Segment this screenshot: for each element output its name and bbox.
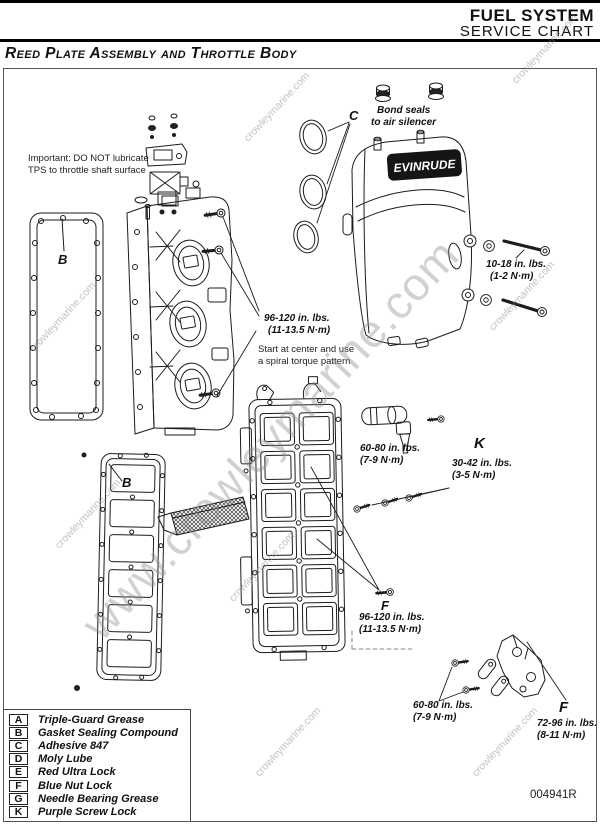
callout-k: K <box>474 435 485 452</box>
legend-key: B <box>9 726 28 739</box>
document-number: 004941R <box>530 789 577 801</box>
legend-label: Red Ultra Lock <box>38 766 116 779</box>
throttle-body-drawing <box>126 180 235 436</box>
header-title: FUEL SYSTEM <box>469 6 594 25</box>
bracket-assembly-drawing <box>438 634 567 702</box>
legend-label: Adhesive 847 <box>38 739 109 752</box>
evinrude-badge-text: EVINRUDE <box>393 157 457 175</box>
legend-label: Blue Nut Lock <box>38 779 112 792</box>
torque-60-80-lower: 60-80 in. lbs.(7-9 N·m) <box>413 700 474 723</box>
legend-label: Triple-Guard Grease <box>38 713 145 726</box>
legend-label: Gasket Sealing Compound <box>38 726 178 739</box>
header-subtitle: SERVICE CHART <box>459 23 594 40</box>
tps-hardware-drawing <box>134 113 189 220</box>
legend-key: D <box>9 753 28 766</box>
reed-plate-drawing <box>239 376 395 661</box>
lubricant-legend: A Triple-Guard Grease B Gasket Sealing C… <box>4 709 191 821</box>
air-silencer-drawing: EVINRUDE <box>342 129 472 349</box>
torque-60-80-upper: 60-80 in. lbs.(7-9 N·m) <box>360 443 421 466</box>
callout-f-mid: F <box>381 598 389 613</box>
legend-row: B Gasket Sealing Compound <box>4 726 190 739</box>
legend-row: G Needle Bearing Grease <box>4 792 190 805</box>
legend-key: E <box>9 766 28 779</box>
fuel-fitting-drawing <box>361 405 446 454</box>
torque-30-42: 30-42 in. lbs.(3-5 N·m) <box>452 458 513 481</box>
evinrude-badge: EVINRUDE <box>386 149 462 181</box>
torque-96-120-lower: 96-120 in. lbs.(11-13.5 N·m) <box>359 612 425 635</box>
legend-row: C Adhesive 847 <box>4 739 190 752</box>
detail-dashed-line <box>351 630 414 650</box>
legend-row: F Blue Nut Lock <box>4 779 190 792</box>
torque-10-18: 10-18 in. lbs.(1-2 N·m) <box>486 259 547 282</box>
top-rule <box>0 0 600 3</box>
silencer-bolts-drawing <box>461 234 550 317</box>
callout-f-bottom: F <box>559 699 569 716</box>
legend-row: K Purple Screw Lock <box>4 805 190 818</box>
legend-label: Moly Lube <box>38 753 93 766</box>
torque-96-120-upper: 96-120 in. lbs.(11-13.5 N·m) <box>264 313 331 336</box>
legend-key: C <box>9 739 28 752</box>
throttle-body-screws-drawing <box>198 206 260 401</box>
callout-b-upper: B <box>58 252 68 267</box>
legend-label: Purple Screw Lock <box>38 805 137 818</box>
legend-row: A Triple-Guard Grease <box>4 713 190 726</box>
air-silencer-seals-drawing <box>293 82 444 254</box>
legend-key: A <box>9 713 28 726</box>
diagram-frame <box>3 68 597 822</box>
legend-row: D Moly Lube <box>4 753 190 766</box>
throttle-body-gasket-drawing <box>29 212 104 421</box>
legend-key: G <box>9 792 28 805</box>
legend-key: K <box>9 805 28 818</box>
reed-valve-block-drawing <box>157 496 250 536</box>
callout-c: C <box>349 108 359 123</box>
header-rule <box>0 39 600 42</box>
reed-plate-gasket-drawing <box>74 452 166 691</box>
torque-72-96: 72-96 in. lbs.(8-11 N·m) <box>537 718 598 741</box>
callout-b-lower: B <box>122 475 132 490</box>
k-screws-drawing <box>351 487 450 515</box>
page-title: Reed Plate Assembly and Throttle Body <box>5 45 297 62</box>
legend-row: E Red Ultra Lock <box>4 766 190 779</box>
legend-key: F <box>9 779 28 792</box>
legend-label: Needle Bearing Grease <box>38 792 159 805</box>
